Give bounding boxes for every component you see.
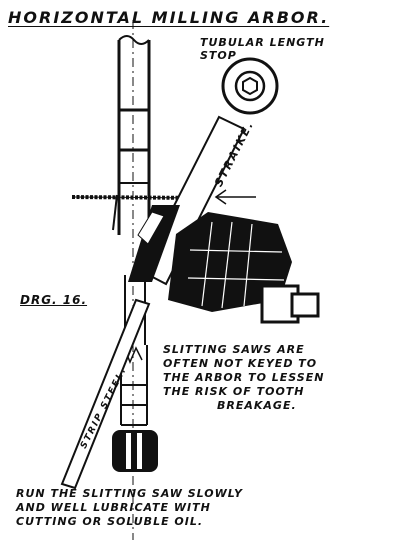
drawing-number: DRG. 16. (20, 293, 88, 307)
stop-label-line: STOP (200, 49, 237, 62)
arbor-shaft (112, 35, 151, 235)
arbor-collar (128, 205, 180, 282)
keying-note-line: SLITTING SAWS ARE (163, 343, 305, 356)
cutter-head (168, 212, 320, 324)
keying-note-line: THE RISK OF TOOTH (163, 385, 305, 398)
keying-note: SLITTING SAWS ARE OFTEN NOT KEYED TO THE… (163, 343, 324, 413)
operation-note-line: AND WELL LUBRICATE WITH (16, 501, 211, 514)
operation-note-line: CUTTING OR SOLUBLE OIL. (16, 515, 204, 528)
stop-label-line: TUBULAR LENGTH (200, 36, 325, 49)
arbor-nut (112, 430, 158, 472)
keying-note-line: BREAKAGE. (217, 399, 297, 412)
tubular-length-stop (221, 57, 279, 115)
keying-note-line: THE ARBOR TO LESSEN (163, 371, 325, 384)
operation-note-line: RUN THE SLITTING SAW SLOWLY (16, 487, 244, 500)
pointer-arrow (214, 189, 256, 205)
stop-label: TUBULAR LENGTH STOP (200, 36, 325, 62)
operation-note: RUN THE SLITTING SAW SLOWLY AND WELL LUB… (16, 487, 243, 529)
keying-note-line: OFTEN NOT KEYED TO (163, 357, 318, 370)
strip-steel (60, 298, 151, 490)
diagram-title: HORIZONTAL MILLING ARBOR. (8, 8, 330, 27)
